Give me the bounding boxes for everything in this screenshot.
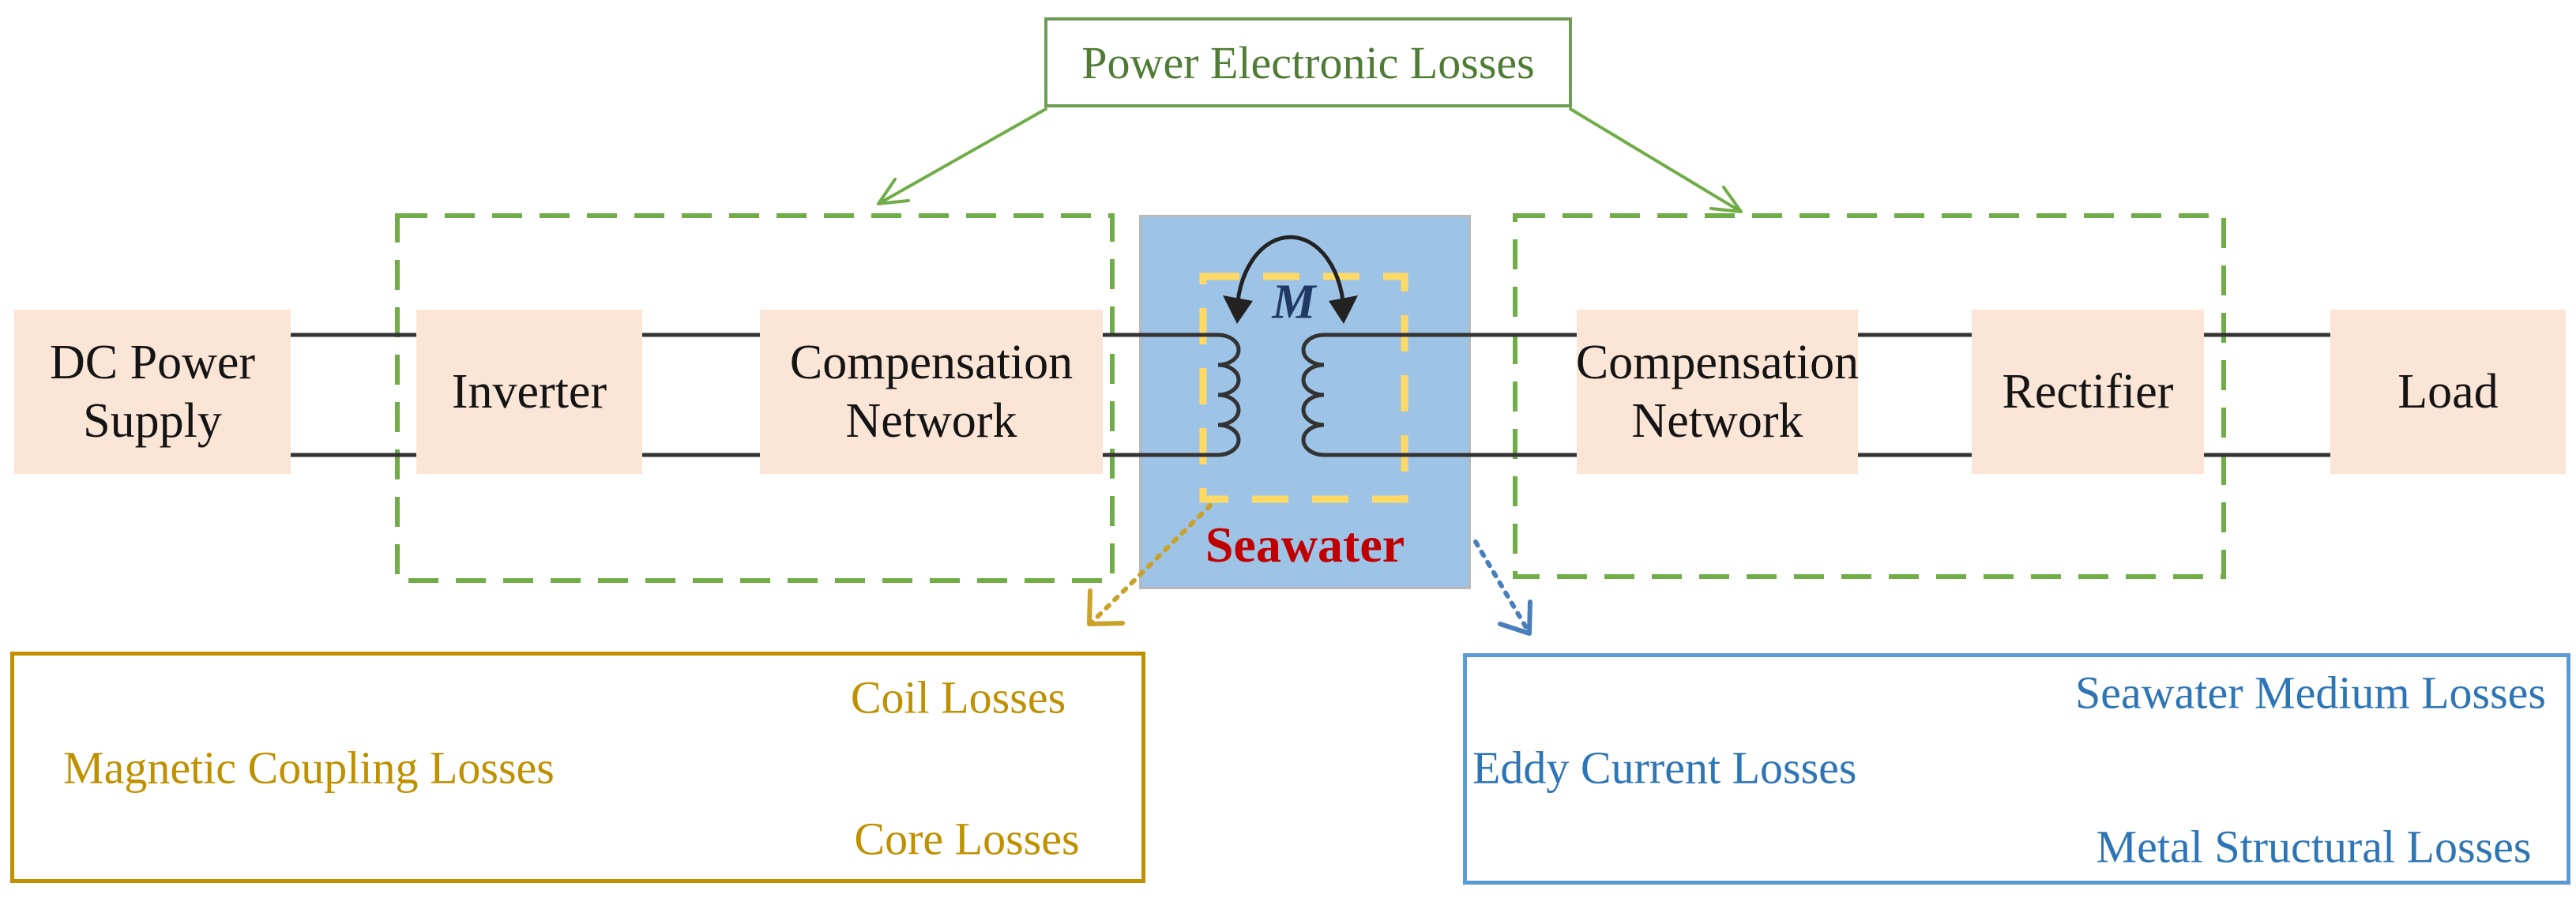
block-rectifier: Rectifier	[1972, 310, 2204, 474]
wire-dc-to-inverter	[291, 333, 416, 457]
wire-rectifier-to-load	[2204, 333, 2330, 457]
block-dc-power-supply: DC Power Supply	[14, 310, 291, 474]
receiver-group-dashed-box	[1513, 213, 2226, 579]
mutual-arc-left-arrowhead-icon	[1223, 295, 1253, 324]
receiver-coil	[1301, 333, 1577, 457]
eddy-losses-arrowhead-icon	[1498, 599, 1532, 636]
mutual-coupling-arc	[1235, 235, 1346, 315]
eddy-losses-arrow-line	[1473, 539, 1530, 633]
core-losses-label: Core Losses	[854, 813, 1080, 865]
eddy-current-losses-box	[1463, 653, 2570, 885]
magnetic-losses-arrowhead-icon	[1087, 588, 1125, 626]
seawater-medium-losses-label: Seawater Medium Losses	[2075, 667, 2546, 719]
magnetic-coupling-losses-label: Magnetic Coupling Losses	[63, 742, 555, 794]
block-compensation-network-rx-label: Compensation Network	[1575, 335, 1860, 448]
wire-compensation-to-rectifier	[1858, 333, 1972, 457]
power-losses-arrow-right-icon	[1569, 107, 1743, 213]
magnetic-losses-arrow-line	[1089, 503, 1213, 625]
block-load-label: Load	[2397, 364, 2499, 419]
block-compensation-network-tx-label: Compensation Network	[789, 335, 1074, 448]
coil-losses-label: Coil Losses	[850, 671, 1066, 723]
block-rectifier-label: Rectifier	[2002, 364, 2174, 419]
block-load: Load	[2330, 310, 2566, 474]
power-electronic-losses-box: Power Electronic Losses	[1044, 17, 1572, 107]
eddy-current-losses-label: Eddy Current Losses	[1472, 742, 1857, 794]
mutual-arc-right-arrowhead-icon	[1329, 295, 1358, 324]
block-inverter-label: Inverter	[451, 364, 607, 419]
block-compensation-network-tx: Compensation Network	[760, 310, 1103, 474]
power-electronic-losses-label: Power Electronic Losses	[1081, 36, 1535, 88]
power-losses-arrow-left-icon	[877, 107, 1047, 205]
block-dc-power-supply-label: DC Power Supply	[49, 335, 256, 448]
magnetic-coupler-dashed-box	[1199, 272, 1408, 503]
transmitter-coil	[1103, 333, 1241, 457]
mutual-inductance-label: M	[1272, 275, 1316, 329]
magnetic-coupling-losses-box	[10, 652, 1145, 883]
wire-inverter-to-compensation	[642, 333, 760, 457]
block-compensation-network-rx: Compensation Network	[1575, 310, 1860, 474]
seawater-label: Seawater	[1205, 517, 1405, 573]
transmitter-group-dashed-box	[395, 213, 1115, 583]
block-inverter: Inverter	[416, 310, 642, 474]
metal-structural-losses-label: Metal Structural Losses	[2096, 821, 2532, 873]
